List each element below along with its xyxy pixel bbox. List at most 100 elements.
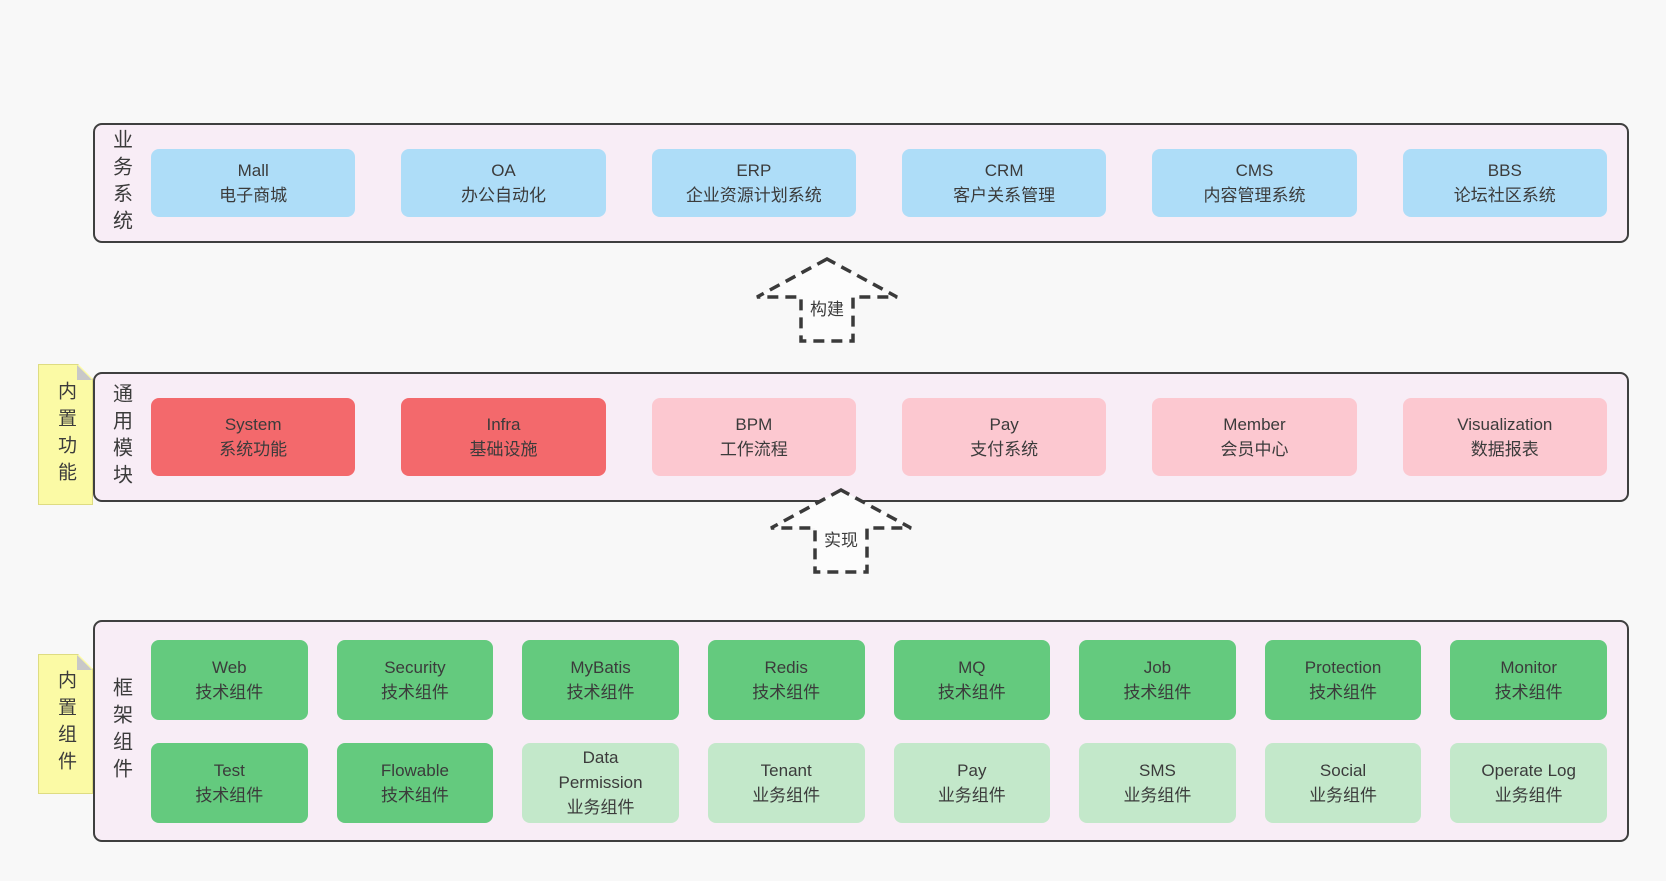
box-bbs: BBS 论坛社区系统 xyxy=(1402,149,1607,217)
box-title: Pay xyxy=(989,415,1019,434)
arrow-label: 构建 xyxy=(807,295,847,320)
box-title: CRM xyxy=(984,161,1024,180)
box-subtitle: 业务组件 xyxy=(937,785,1006,805)
arrow-implement: 实现 xyxy=(766,486,916,576)
box-title: System xyxy=(224,415,282,434)
box-subtitle: 技术组件 xyxy=(195,682,264,702)
box-tenant: Tenant 业务组件 xyxy=(707,742,865,823)
box-title: Data Permission xyxy=(558,748,643,792)
box-title: Pay xyxy=(957,760,987,780)
box-title: Member xyxy=(1223,415,1286,434)
box-mybatis: MyBatis 技术组件 xyxy=(522,639,679,720)
box-subtitle: 企业资源计划系统 xyxy=(685,186,822,205)
box-subtitle: 业务组件 xyxy=(752,785,821,805)
box-subtitle: 办公自动化 xyxy=(460,186,546,205)
box-subtitle: 技术组件 xyxy=(380,682,449,702)
box-bpm: BPM 工作流程 xyxy=(651,398,856,476)
box-subtitle: 支付系统 xyxy=(970,440,1039,459)
box-title: Mall xyxy=(237,161,269,180)
box-subtitle: 基础设施 xyxy=(469,440,538,459)
box-test: Test 技术组件 xyxy=(151,742,308,823)
box-title: Job xyxy=(1143,657,1172,677)
box-mq: MQ 技术组件 xyxy=(893,639,1051,720)
box-subtitle: 技术组件 xyxy=(1309,682,1378,702)
box-subtitle: 技术组件 xyxy=(380,785,449,805)
box-erp: ERP 企业资源计划系统 xyxy=(651,149,856,217)
box-title: Social xyxy=(1319,760,1367,780)
box-subtitle: 技术组件 xyxy=(566,682,635,702)
box-title: Infra xyxy=(486,415,521,434)
box-title: Operate Log xyxy=(1481,760,1576,780)
component-row-1: Web 技术组件 Security 技术组件 MyBatis 技术组件 Redi… xyxy=(151,639,1607,720)
box-subtitle: 会员中心 xyxy=(1220,440,1289,459)
box-title: Monitor xyxy=(1500,657,1558,677)
band-content: System 系统功能 Infra 基础设施 BPM 工作流程 Pay 支付系统… xyxy=(147,374,1627,500)
box-subtitle: 技术组件 xyxy=(195,785,264,805)
box-subtitle: 技术组件 xyxy=(752,682,821,702)
box-subtitle: 业务组件 xyxy=(1309,785,1378,805)
folded-corner-icon xyxy=(77,365,92,380)
box-pay: Pay 支付系统 xyxy=(901,398,1107,476)
box-subtitle: 技术组件 xyxy=(1123,682,1192,702)
sticky-label: 内置组件 xyxy=(55,670,76,778)
box-subtitle: 内容管理系统 xyxy=(1203,186,1306,205)
box-subtitle: 数据报表 xyxy=(1470,440,1539,459)
box-subtitle: 业务组件 xyxy=(1123,785,1192,805)
arrow-build: 构建 xyxy=(752,255,902,345)
box-web: Web 技术组件 xyxy=(151,639,308,720)
box-infra: Infra 基础设施 xyxy=(401,398,606,476)
box-subtitle: 客户关系管理 xyxy=(953,186,1056,205)
box-member: Member 会员中心 xyxy=(1152,398,1357,476)
box-subtitle: 业务组件 xyxy=(566,798,635,817)
box-subtitle: 电子商城 xyxy=(219,186,288,205)
box-crm: CRM 客户关系管理 xyxy=(901,149,1107,217)
band-content: Mall 电子商城 OA 办公自动化 ERP 企业资源计划系统 CRM 客户关系… xyxy=(147,125,1627,241)
box-title: Visualization xyxy=(1457,415,1553,434)
band-label: 业务系统 xyxy=(109,129,132,237)
folded-corner-icon xyxy=(77,655,92,670)
box-system: System 系统功能 xyxy=(151,398,356,476)
sticky-note-builtin-components: 内置组件 xyxy=(38,654,93,794)
box-mall: Mall 电子商城 xyxy=(151,149,356,217)
box-data-permission: Data Permission 业务组件 xyxy=(522,742,679,823)
box-title: Tenant xyxy=(760,760,812,780)
box-job: Job 技术组件 xyxy=(1079,639,1236,720)
box-visualization: Visualization 数据报表 xyxy=(1402,398,1607,476)
box-subtitle: 工作流程 xyxy=(719,440,788,459)
box-social: Social 业务组件 xyxy=(1264,742,1422,823)
box-monitor: Monitor 技术组件 xyxy=(1450,639,1607,720)
box-title: MQ xyxy=(958,657,986,677)
box-title: MyBatis xyxy=(570,657,631,677)
band-label: 框架组件 xyxy=(109,677,132,785)
box-pay-biz: Pay 业务组件 xyxy=(893,742,1051,823)
box-title: OA xyxy=(491,161,516,180)
box-subtitle: 技术组件 xyxy=(1494,682,1563,702)
box-subtitle: 技术组件 xyxy=(937,682,1006,702)
component-row-2: Test 技术组件 Flowable 技术组件 Data Permission … xyxy=(151,742,1607,823)
box-subtitle: 论坛社区系统 xyxy=(1453,186,1556,205)
box-title: Test xyxy=(213,760,245,780)
band-common-modules: 通用模块 System 系统功能 Infra 基础设施 BPM 工作流程 Pay… xyxy=(93,372,1629,502)
box-title: Flowable xyxy=(380,760,449,780)
arrow-label: 实现 xyxy=(821,526,861,551)
box-title: BPM xyxy=(735,415,773,434)
box-title: ERP xyxy=(736,161,772,180)
sticky-note-builtin-features: 内置功能 xyxy=(38,364,93,505)
box-title: Web xyxy=(211,657,247,677)
box-sms: SMS 业务组件 xyxy=(1079,742,1236,823)
box-subtitle: 系统功能 xyxy=(219,440,288,459)
box-title: Redis xyxy=(764,657,808,677)
box-subtitle: 业务组件 xyxy=(1494,785,1563,805)
band-framework-components: 框架组件 Web 技术组件 Security 技术组件 MyBatis 技术组件… xyxy=(93,620,1629,842)
box-security: Security 技术组件 xyxy=(336,639,494,720)
band-business-systems: 业务系统 Mall 电子商城 OA 办公自动化 ERP 企业资源计划系统 CRM… xyxy=(93,123,1629,243)
box-cms: CMS 内容管理系统 xyxy=(1152,149,1357,217)
box-protection: Protection 技术组件 xyxy=(1264,639,1422,720)
box-title: CMS xyxy=(1235,161,1274,180)
box-title: Security xyxy=(384,657,446,677)
box-title: SMS xyxy=(1139,760,1176,780)
box-operate-log: Operate Log 业务组件 xyxy=(1450,742,1607,823)
box-redis: Redis 技术组件 xyxy=(707,639,865,720)
box-title: Protection xyxy=(1304,657,1382,677)
box-flowable: Flowable 技术组件 xyxy=(336,742,494,823)
